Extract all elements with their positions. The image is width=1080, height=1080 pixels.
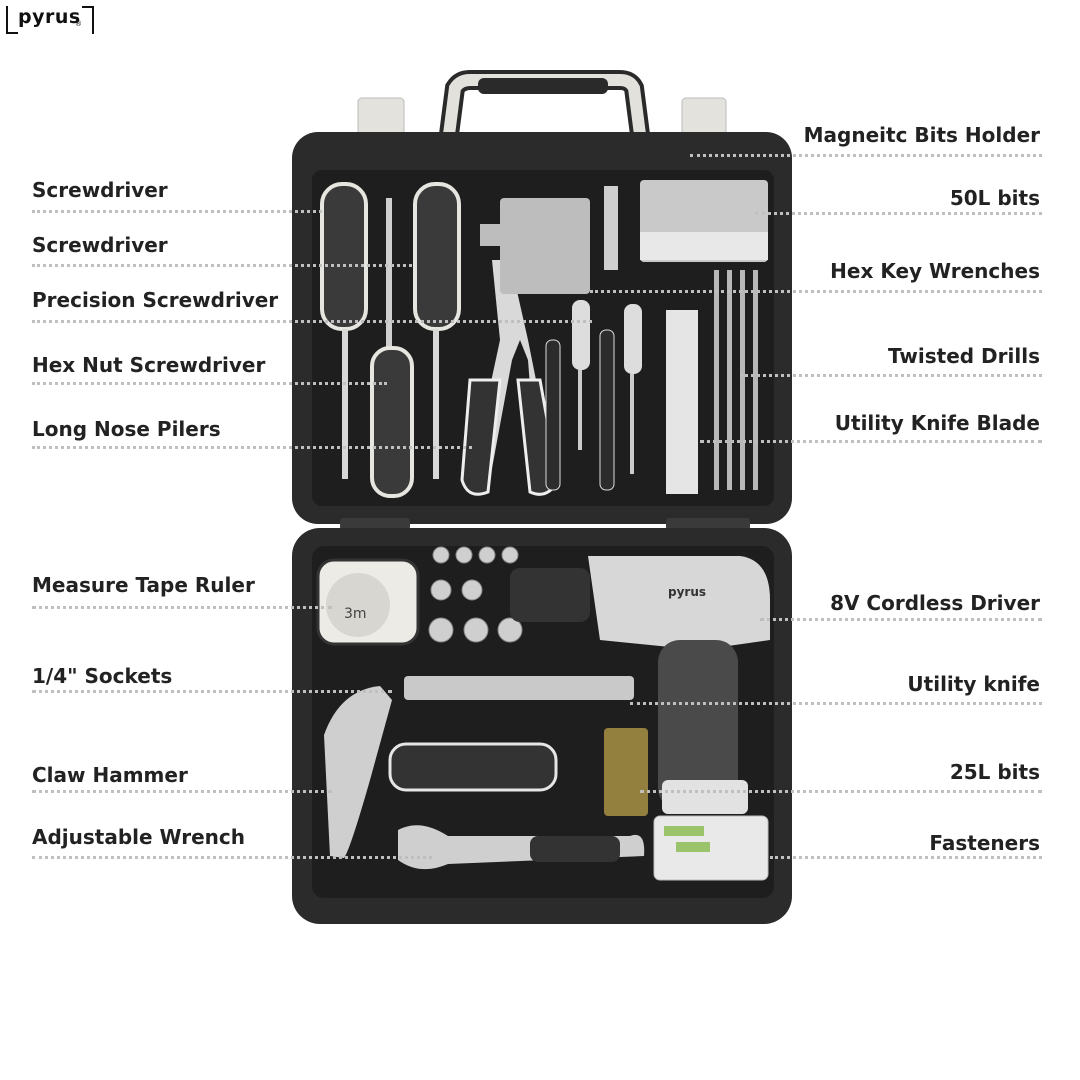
- leader-fasteners: [770, 856, 1042, 859]
- label-twisted-drills: Twisted Drills: [887, 344, 1040, 368]
- claw-hammer: [324, 686, 558, 858]
- logo-text: pyrus: [18, 6, 81, 28]
- label-utility-knife-blade: Utility Knife Blade: [834, 411, 1040, 435]
- logo-bracket-right: [82, 6, 94, 34]
- drill-brand: pyrus: [668, 585, 706, 599]
- leader-screwdriver-1: [32, 210, 322, 213]
- sockets-group: [428, 546, 523, 643]
- leader-50l-bits: [755, 212, 1042, 215]
- hinge-left: [340, 518, 410, 530]
- logo-bracket-left: [6, 6, 18, 34]
- label-50l-bits: 50L bits: [949, 186, 1040, 210]
- cordless-drill: pyrus: [510, 556, 770, 814]
- leader-long-nose-pliers: [32, 446, 472, 449]
- label-screwdriver-1: Screwdriver: [32, 178, 168, 202]
- hex-keys-group: [480, 198, 590, 294]
- leader-twisted-drills: [740, 374, 1042, 377]
- leader-precision-screwdriver: [32, 320, 592, 323]
- leader-hex-nut-screwdriver: [32, 382, 387, 385]
- label-claw-hammer: Claw Hammer: [32, 763, 188, 787]
- label-hex-key-wrenches: Hex Key Wrenches: [830, 259, 1040, 283]
- utility-blade-pack: [666, 310, 698, 494]
- leader-sockets: [32, 690, 392, 693]
- pyrus-logo: pyrus ®: [6, 6, 94, 34]
- label-long-nose-pliers: Long Nose Pilers: [32, 417, 221, 441]
- label-sockets: 1/4" Sockets: [32, 664, 173, 688]
- logo-registered-mark: ®: [75, 20, 82, 28]
- label-8v-cordless-driver: 8V Cordless Driver: [830, 591, 1040, 615]
- label-screwdriver-2: Screwdriver: [32, 233, 168, 257]
- screwdrivers-group: [320, 182, 461, 498]
- leader-cordless-driver: [760, 618, 1042, 621]
- label-25l-bits: 25L bits: [949, 760, 1040, 784]
- label-precision-screwdriver: Precision Screwdriver: [32, 288, 279, 312]
- utility-knife: [404, 676, 634, 700]
- leader-utility-knife: [630, 702, 1042, 705]
- precision-drivers-group: [545, 300, 642, 491]
- label-fasteners: Fasteners: [929, 831, 1040, 855]
- leader-adjustable-wrench: [32, 856, 432, 859]
- label-hex-nut-screwdriver: Hex Nut Screwdriver: [32, 353, 266, 377]
- fasteners-box: [653, 815, 769, 881]
- tape-measure: 3m: [316, 558, 420, 646]
- leader-25l-bits: [640, 790, 1042, 793]
- label-adjustable-wrench: Adjustable Wrench: [32, 825, 246, 849]
- label-magnetic-bits-holder: Magneitc Bits Holder: [803, 123, 1040, 147]
- hinge-right: [666, 518, 750, 530]
- bits-25-rack: [604, 728, 648, 816]
- label-utility-knife: Utility knife: [907, 672, 1040, 696]
- twisted-drills-group: [714, 270, 758, 490]
- tape-marking: 3m: [344, 606, 367, 622]
- leader-measure-tape: [32, 606, 332, 609]
- adjustable-wrench: [398, 825, 645, 870]
- leader-screwdriver-2: [32, 264, 412, 267]
- leader-utility-knife-blade: [700, 440, 1042, 443]
- magnetic-bits-holder: [604, 186, 618, 270]
- leader-magnetic-bits-holder: [690, 154, 1042, 157]
- leader-hex-key-wrenches: [590, 290, 1042, 293]
- label-measure-tape-ruler: Measure Tape Ruler: [32, 573, 255, 597]
- leader-claw-hammer: [32, 790, 332, 793]
